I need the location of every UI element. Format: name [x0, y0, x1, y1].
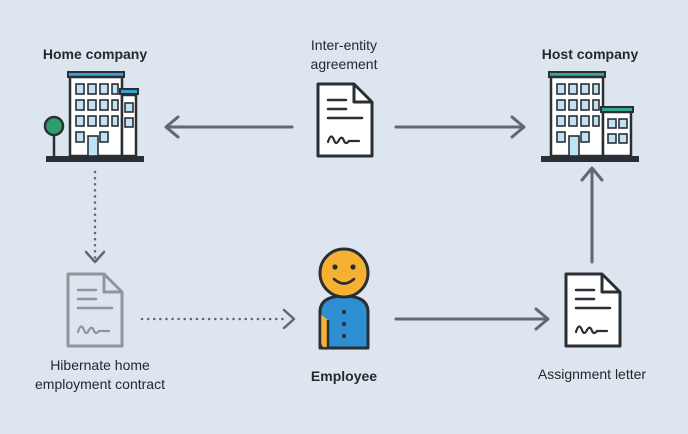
dotted-arrow-home-to-hibernate — [84, 170, 106, 264]
dotted-arrow-hibernate-to-employee — [140, 308, 296, 330]
hibernate-label-line1: Hibernate home — [50, 357, 150, 373]
arrow-agreement-to-host — [394, 115, 526, 139]
home-company-label: Home company — [42, 46, 148, 62]
inter-entity-label-line1: Inter-entity — [310, 37, 378, 53]
inter-entity-label-line2: agreement — [310, 56, 378, 72]
arrow-assignment-to-host — [580, 166, 604, 264]
hibernate-label: Hibernate home employment contract — [0, 356, 200, 394]
assignment-letter-document-icon — [564, 272, 622, 348]
assignment-letter-label: Assignment letter — [537, 366, 647, 382]
agreement-document-icon — [316, 82, 374, 158]
hibernate-contract-document-icon — [66, 272, 124, 348]
inter-entity-label: Inter-entity agreement — [264, 36, 424, 74]
employee-label: Employee — [310, 368, 378, 384]
host-company-label: Host company — [541, 46, 639, 62]
host-company-building-icon — [541, 71, 639, 162]
employee-person-icon — [318, 247, 370, 350]
arrow-employee-to-assignment — [394, 307, 550, 331]
hibernate-label-line2: employment contract — [35, 376, 165, 392]
arrow-agreement-to-home — [164, 115, 294, 139]
home-company-building-icon — [43, 71, 144, 162]
